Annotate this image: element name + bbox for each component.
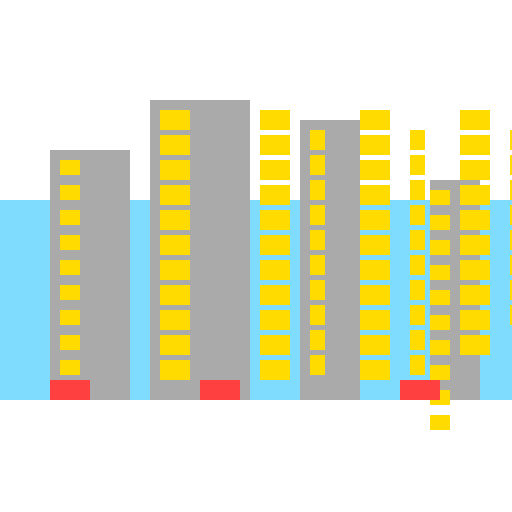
- window: [410, 280, 425, 300]
- window: [160, 235, 190, 255]
- window: [410, 180, 425, 200]
- window: [60, 260, 80, 275]
- window: [510, 155, 512, 175]
- window: [360, 210, 390, 230]
- window: [510, 255, 512, 275]
- window: [510, 280, 512, 300]
- window: [460, 110, 490, 130]
- window: [430, 315, 450, 330]
- window: [260, 235, 290, 255]
- window: [360, 135, 390, 155]
- window: [360, 235, 390, 255]
- window: [310, 205, 325, 225]
- window: [60, 335, 80, 350]
- window: [410, 155, 425, 175]
- window: [360, 335, 390, 355]
- window: [510, 180, 512, 200]
- window: [310, 155, 325, 175]
- building: [300, 120, 360, 400]
- window: [160, 260, 190, 280]
- window: [260, 210, 290, 230]
- window: [60, 285, 80, 300]
- window: [160, 335, 190, 355]
- window: [460, 335, 490, 355]
- window: [310, 330, 325, 350]
- window: [360, 260, 390, 280]
- window: [410, 355, 425, 375]
- window: [260, 310, 290, 330]
- window: [160, 185, 190, 205]
- door: [50, 380, 90, 400]
- window: [410, 230, 425, 250]
- window: [510, 305, 512, 325]
- window: [310, 130, 325, 150]
- window: [510, 130, 512, 150]
- window: [260, 135, 290, 155]
- window: [260, 260, 290, 280]
- window: [310, 355, 325, 375]
- window: [460, 160, 490, 180]
- window: [360, 110, 390, 130]
- window: [410, 130, 425, 150]
- window: [160, 210, 190, 230]
- window: [260, 110, 290, 130]
- window: [60, 185, 80, 200]
- window: [60, 210, 80, 225]
- door: [400, 380, 440, 400]
- window: [160, 160, 190, 180]
- window: [430, 215, 450, 230]
- window: [360, 285, 390, 305]
- window: [410, 205, 425, 225]
- window: [260, 285, 290, 305]
- window: [460, 210, 490, 230]
- window: [260, 160, 290, 180]
- window: [410, 255, 425, 275]
- window: [160, 360, 190, 380]
- window: [430, 190, 450, 205]
- window: [360, 360, 390, 380]
- window: [430, 265, 450, 280]
- window: [260, 360, 290, 380]
- window: [430, 240, 450, 255]
- window: [430, 290, 450, 305]
- window: [310, 255, 325, 275]
- window: [510, 205, 512, 225]
- window: [310, 305, 325, 325]
- window: [160, 285, 190, 305]
- window: [460, 310, 490, 330]
- window: [160, 310, 190, 330]
- window: [460, 285, 490, 305]
- window: [460, 135, 490, 155]
- window: [460, 185, 490, 205]
- window: [60, 235, 80, 250]
- window: [410, 330, 425, 350]
- window: [310, 280, 325, 300]
- window: [260, 335, 290, 355]
- window: [360, 160, 390, 180]
- window: [430, 415, 450, 430]
- window: [430, 340, 450, 355]
- window: [310, 230, 325, 250]
- window: [310, 180, 325, 200]
- window: [510, 230, 512, 250]
- window: [460, 260, 490, 280]
- window: [460, 235, 490, 255]
- window: [160, 110, 190, 130]
- window: [260, 185, 290, 205]
- window: [60, 360, 80, 375]
- window: [360, 310, 390, 330]
- window: [160, 135, 190, 155]
- window: [430, 365, 450, 380]
- window: [60, 310, 80, 325]
- door: [200, 380, 240, 400]
- window: [360, 185, 390, 205]
- window: [410, 305, 425, 325]
- window: [60, 160, 80, 175]
